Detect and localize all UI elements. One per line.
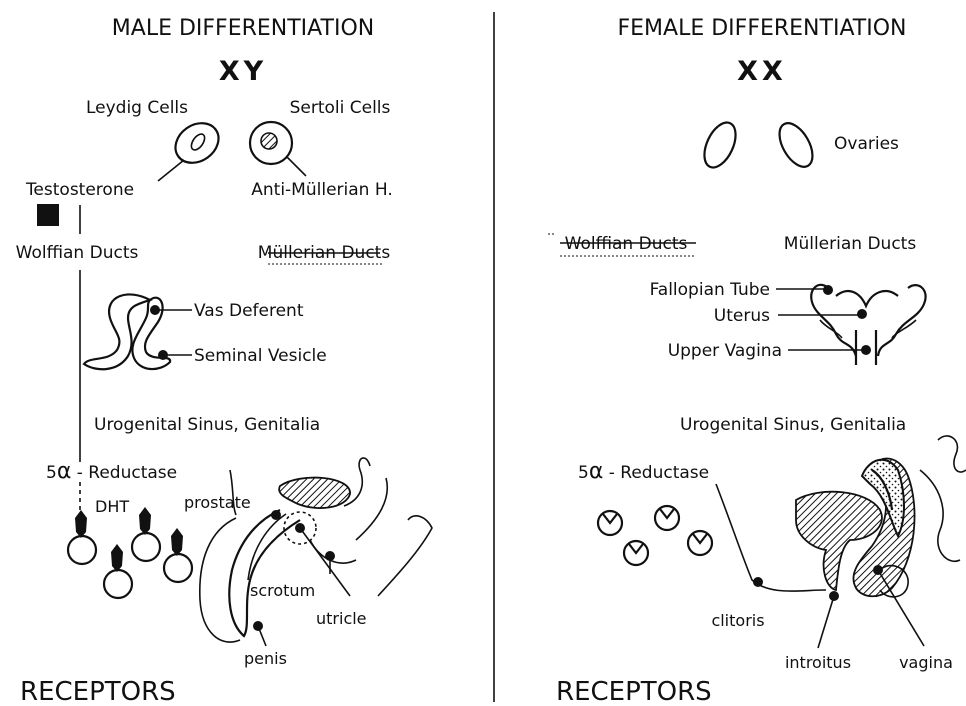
female-karyotype: XX bbox=[737, 56, 787, 87]
scrotum-label: scrotum bbox=[250, 581, 315, 600]
clitoris-label: clitoris bbox=[711, 611, 764, 630]
vas-label: Vas Deferent bbox=[194, 301, 304, 321]
penis-label: penis bbox=[244, 649, 287, 668]
female-receptors-label: RECEPTORS bbox=[556, 677, 712, 706]
female-title: FEMALE DIFFERENTIATION bbox=[618, 16, 907, 41]
prostate-label: prostate bbox=[184, 493, 251, 512]
female-mullerian-label: Müllerian Ducts bbox=[784, 234, 917, 254]
female-reductase-label: 5α - Reductase bbox=[578, 459, 709, 484]
introitus-label: introitus bbox=[785, 653, 851, 672]
male-reductase-label: 5α - Reductase bbox=[46, 459, 177, 484]
fallopian-label: Fallopian Tube bbox=[650, 280, 770, 300]
svg-text:Wolffian Ducts: Wolffian Ducts bbox=[565, 234, 688, 254]
sertoli-label: Sertoli Cells bbox=[290, 98, 391, 118]
dht-label: DHT bbox=[95, 497, 129, 516]
male-receptors-label: RECEPTORS bbox=[20, 677, 176, 706]
sertoli-cell-icon bbox=[250, 122, 292, 164]
utricle-label: utricle bbox=[316, 609, 367, 628]
vagina-label: vagina bbox=[899, 653, 953, 672]
leydig-cell-icon bbox=[168, 115, 226, 171]
testosterone-label: Testosterone bbox=[25, 180, 134, 200]
ovaries-icon bbox=[698, 118, 819, 173]
leydig-pointer bbox=[158, 160, 184, 181]
female-receptors-empty-icon bbox=[598, 506, 712, 565]
amh-label: Anti-Müllerian H. bbox=[251, 180, 392, 200]
leydig-label: Leydig Cells bbox=[86, 98, 188, 118]
male-urogenital-label: Urogenital Sinus, Genitalia bbox=[94, 415, 320, 435]
male-wolffian-label: Wolffian Ducts bbox=[16, 243, 139, 263]
female-wolffian-regressed: Wolffian Ducts bbox=[548, 234, 696, 256]
male-receptors-bound-icon bbox=[68, 507, 192, 598]
vas-deferens-seminal-vesicle-icon bbox=[84, 294, 170, 369]
testosterone-square-icon bbox=[37, 204, 59, 226]
male-mullerian-regressed: Müllerian Ducts bbox=[258, 243, 391, 264]
upper-vagina-label: Upper Vagina bbox=[668, 341, 782, 361]
uterus-label: Uterus bbox=[714, 306, 770, 326]
seminal-label: Seminal Vesicle bbox=[194, 346, 327, 366]
sertoli-pointer bbox=[287, 157, 306, 176]
male-title: MALE DIFFERENTIATION bbox=[112, 16, 374, 41]
ovaries-label: Ovaries bbox=[834, 134, 899, 154]
uterus-icon bbox=[811, 285, 925, 365]
male-karyotype: XY bbox=[219, 56, 267, 87]
female-urogenital-label: Urogenital Sinus, Genitalia bbox=[680, 415, 906, 435]
